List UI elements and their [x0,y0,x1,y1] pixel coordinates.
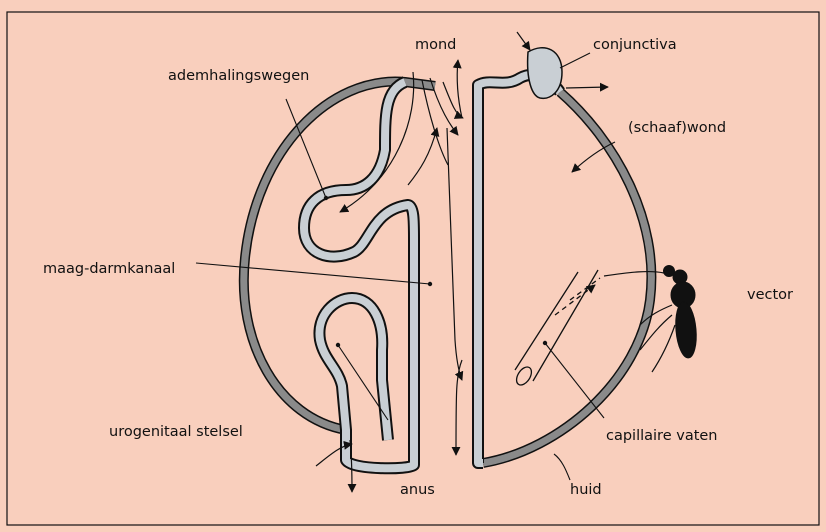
label-urogenitaal: urogenitaal stelsel [109,425,243,440]
left-mucosa-lining [304,82,414,468]
label-anus: anus [400,483,435,498]
leader-lines [196,53,604,480]
label-ademhalingswegen: ademhalingswegen [168,69,309,84]
capillary-vessel [514,270,600,388]
gut-arrows [447,128,462,455]
conjunctiva-eye [528,48,562,99]
label-vector: vector [747,288,793,303]
label-mond: mond [415,38,456,53]
label-maag-darmkanaal: maag-darmkanaal [43,262,175,277]
label-capillaire: capillaire vaten [606,429,718,444]
label-huid: huid [570,483,602,498]
label-schaafwond: (schaaf)wond [628,121,726,136]
label-conjunctiva: conjunctiva [593,38,677,53]
mouth-arrows [422,60,463,165]
leader-dots [324,196,547,347]
right-mucosa-lining [478,75,560,463]
right-body-skin [483,92,651,463]
